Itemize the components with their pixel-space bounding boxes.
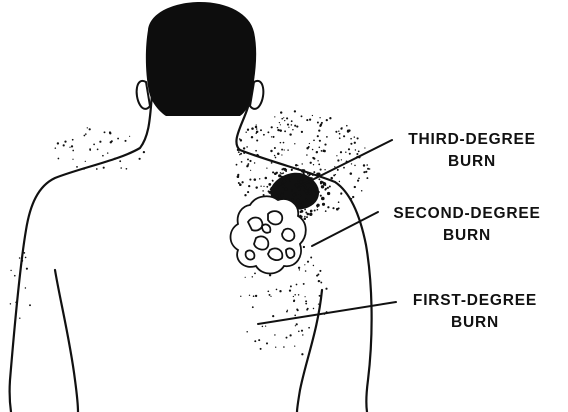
second-degree-leader xyxy=(312,212,378,246)
second-degree-burn-area xyxy=(231,196,306,273)
hair xyxy=(146,2,256,116)
first-degree-label: FIRST-DEGREE BURN xyxy=(413,292,537,331)
torso-outline xyxy=(10,95,372,412)
first-degree-label-line1: FIRST-DEGREE xyxy=(413,292,537,309)
third-degree-leader xyxy=(300,140,392,186)
second-degree-label-line2: BURN xyxy=(443,227,491,244)
first-degree-label-line2: BURN xyxy=(451,314,499,331)
second-degree-label-line1: SECOND-DEGREE xyxy=(393,205,540,222)
first-degree-leader xyxy=(258,302,396,324)
second-degree-label: SECOND-DEGREE BURN xyxy=(393,205,540,244)
third-degree-label: THIRD-DEGREE BURN xyxy=(408,131,536,170)
third-degree-label-line1: THIRD-DEGREE xyxy=(408,131,536,148)
third-degree-label-line2: BURN xyxy=(448,153,496,170)
